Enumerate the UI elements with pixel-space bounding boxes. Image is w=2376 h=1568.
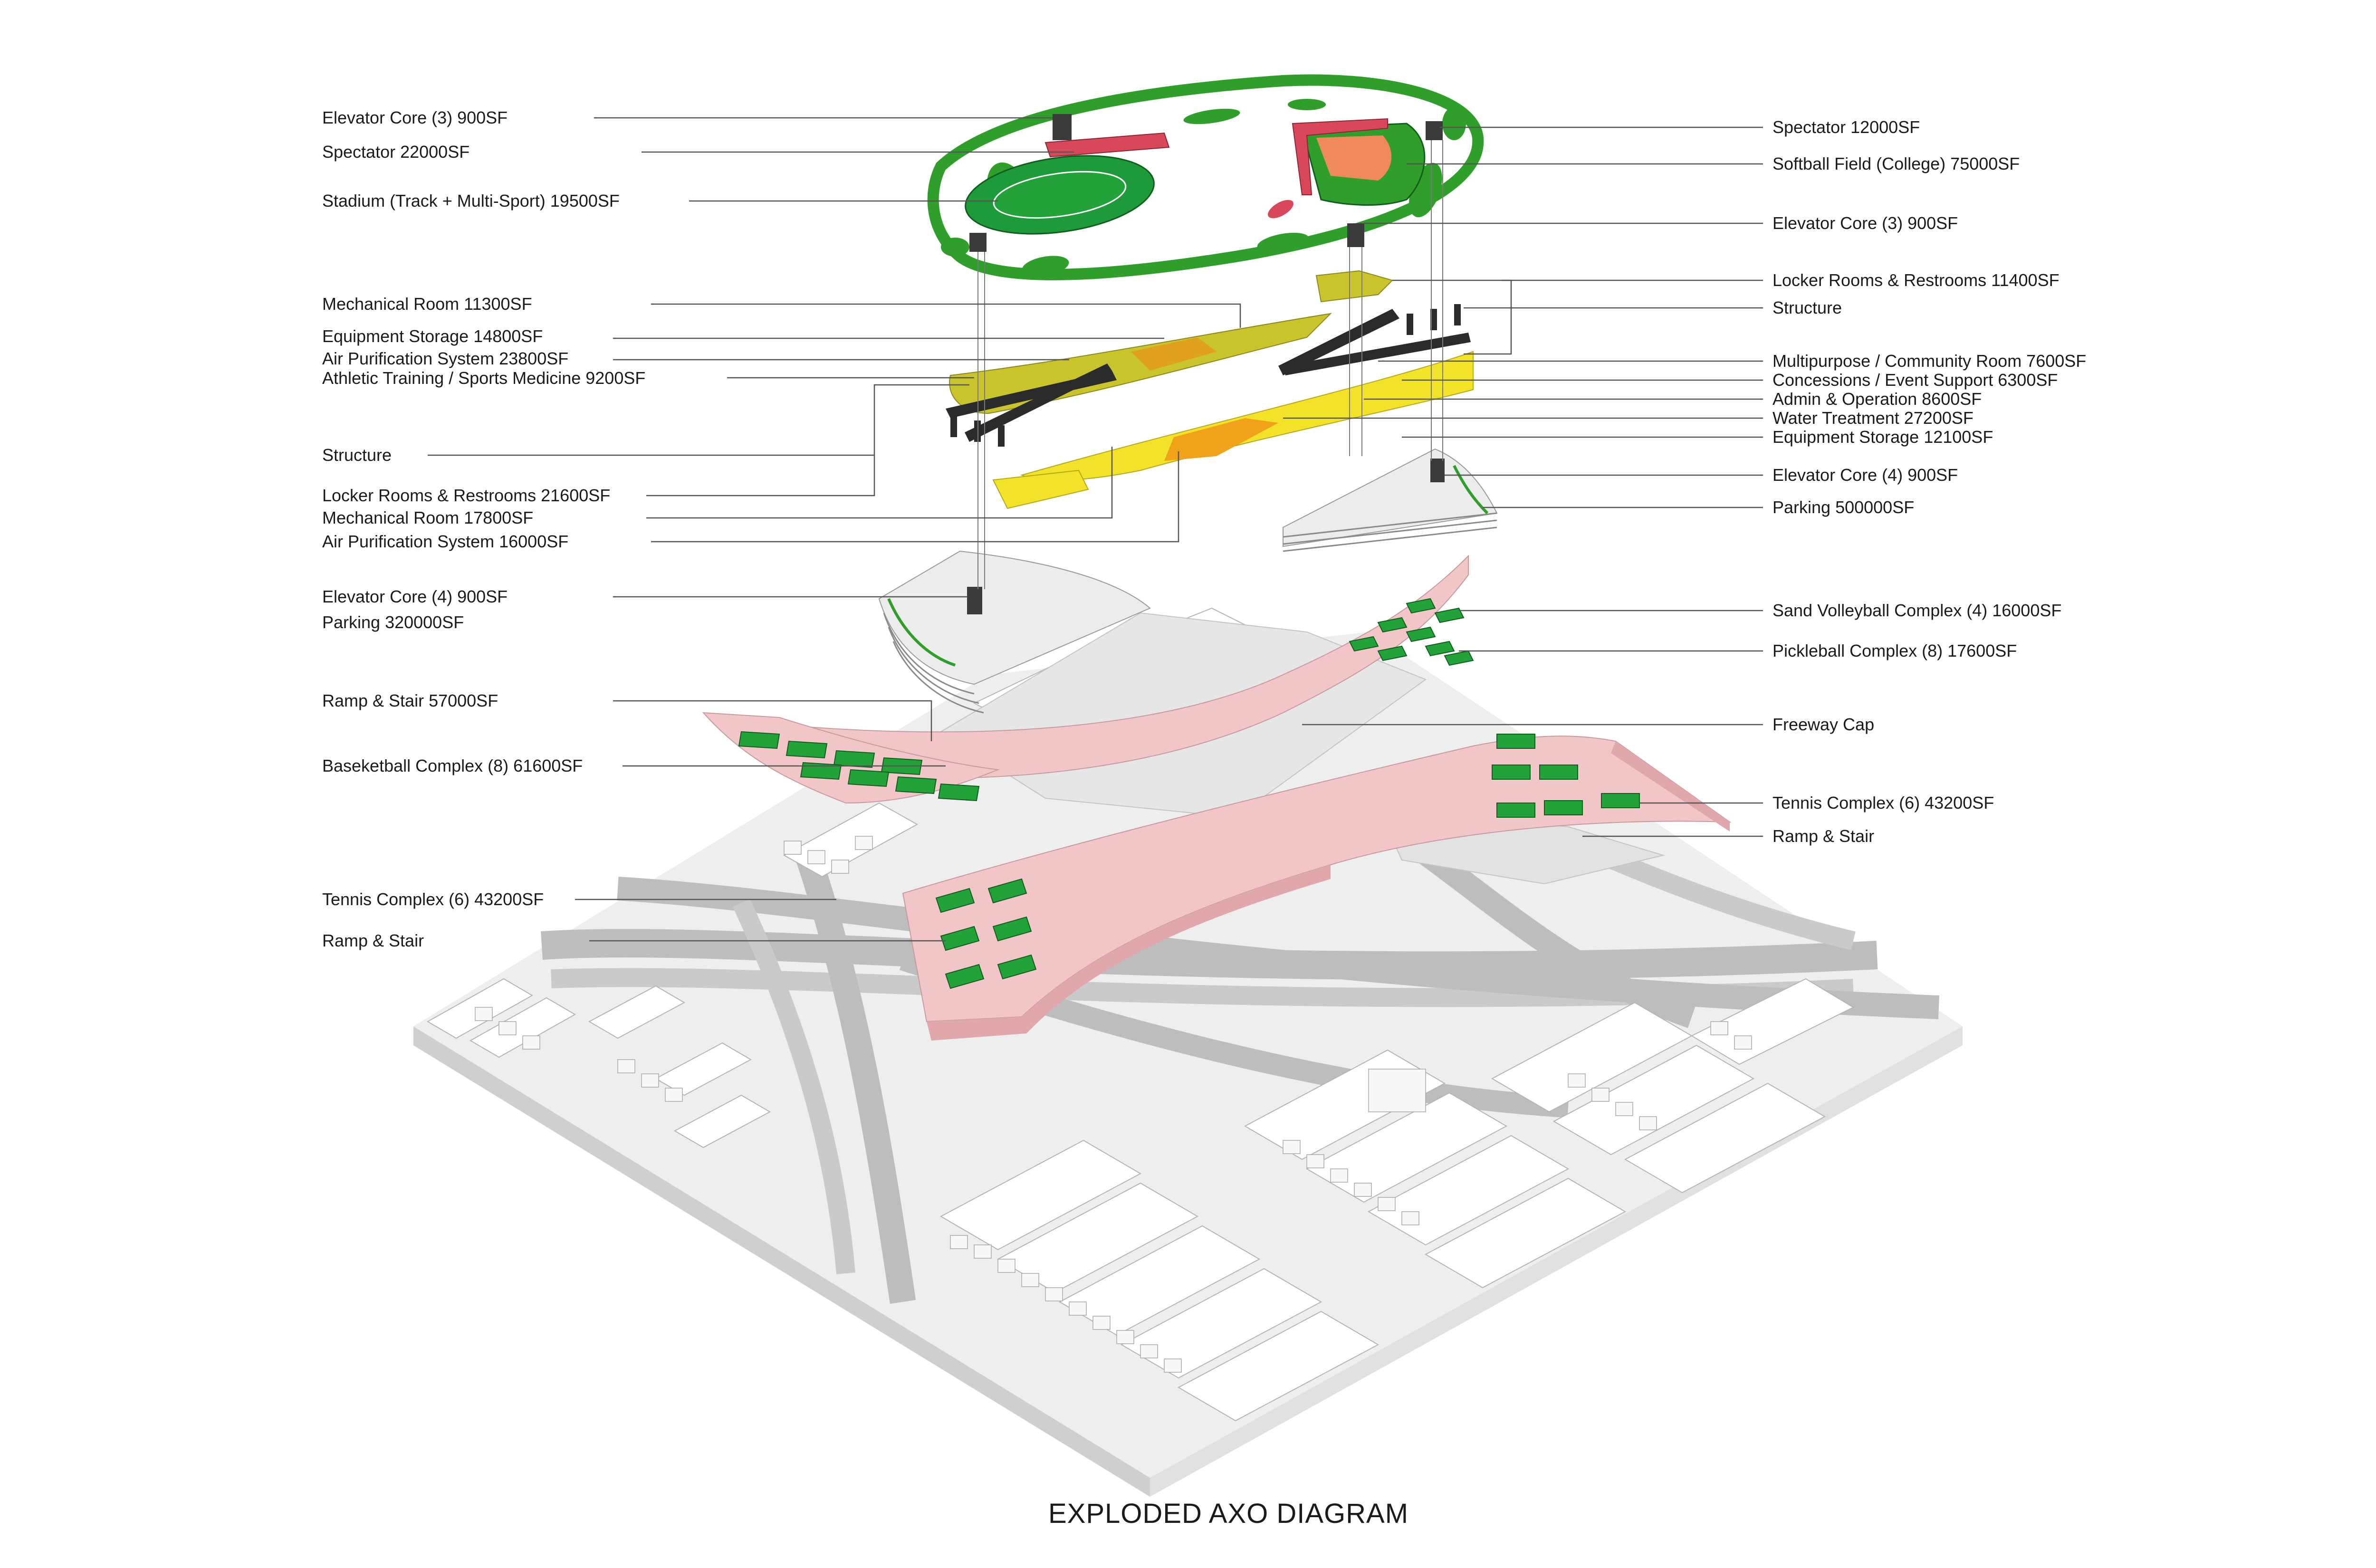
label-structure-right: Structure xyxy=(1772,298,1842,317)
core-guide-lines xyxy=(977,140,1443,589)
tennis-courts-left xyxy=(935,878,1037,989)
label-tennis-complex-left: Tennis Complex (6) 43200SF xyxy=(322,889,544,909)
stadium-level xyxy=(927,74,1484,280)
label-water-treatment: Water Treatment 27200SF xyxy=(1772,408,1974,428)
label-air-purification-lower: Air Purification System 16000SF xyxy=(322,532,568,551)
elevator-core-4-right xyxy=(1430,459,1445,482)
labels-right: Spectator 12000SF Softball Field (Colleg… xyxy=(1772,117,2086,846)
spectator-stand-right xyxy=(1292,118,1388,195)
label-tennis-complex-right: Tennis Complex (6) 43200SF xyxy=(1772,793,1994,813)
label-basketball-complex: Baseketball Complex (8) 61600SF xyxy=(322,756,583,775)
structure-members xyxy=(946,304,1471,447)
label-freeway-cap: Freeway Cap xyxy=(1772,715,1874,734)
elevator-core-3-a xyxy=(1053,114,1072,140)
label-stadium: Stadium (Track + Multi-Sport) 19500SF xyxy=(322,191,620,210)
label-structure-left: Structure xyxy=(322,445,392,465)
elevator-core-4-left xyxy=(967,587,982,614)
label-locker-rooms-left: Locker Rooms & Restrooms 21600SF xyxy=(322,486,610,505)
label-locker-rooms-right: Locker Rooms & Restrooms 11400SF xyxy=(1772,270,2060,290)
diagram-title: EXPLODED AXO DIAGRAM xyxy=(1048,1498,1408,1529)
label-concessions: Concessions / Event Support 6300SF xyxy=(1772,370,2058,390)
parking-left xyxy=(878,550,1151,714)
program-bar-lower xyxy=(1020,351,1474,481)
freeway-cap xyxy=(702,555,1732,1041)
parking-right xyxy=(1283,448,1498,552)
label-softball-field: Softball Field (College) 75000SF xyxy=(1772,154,2020,173)
label-elevator-core-3-left: Elevator Core (3) 900SF xyxy=(322,108,508,127)
label-ramp-stair-right: Ramp & Stair xyxy=(1772,826,1874,846)
label-equipment-storage-right: Equipment Storage 12100SF xyxy=(1772,427,1993,447)
label-ramp-stair-upper: Ramp & Stair 57000SF xyxy=(322,691,498,710)
label-athletic-training: Athletic Training / Sports Medicine 9200… xyxy=(322,368,645,388)
label-admin-operation: Admin & Operation 8600SF xyxy=(1772,389,1982,409)
program-block-right xyxy=(1315,270,1393,303)
label-mechanical-room-upper: Mechanical Room 11300SF xyxy=(322,294,532,314)
label-multipurpose-room: Multipurpose / Community Room 7600SF xyxy=(1772,351,2086,371)
labels-left: Elevator Core (3) 900SF Spectator 22000S… xyxy=(322,108,645,950)
label-elevator-core-4-left: Elevator Core (4) 900SF xyxy=(322,587,508,606)
label-mechanical-room-lower: Mechanical Room 17800SF xyxy=(322,508,533,527)
label-air-purification-upper: Air Purification System 23800SF xyxy=(322,349,568,368)
tennis-courts-right xyxy=(1492,734,1640,818)
label-spectator-left: Spectator 22000SF xyxy=(322,142,469,162)
label-sand-volleyball: Sand Volleyball Complex (4) 16000SF xyxy=(1772,601,2061,620)
elevator-core-3-d xyxy=(1426,121,1443,140)
label-elevator-core-4-right: Elevator Core (4) 900SF xyxy=(1772,465,1958,485)
basketball-courts xyxy=(738,731,980,802)
label-pickleball: Pickleball Complex (8) 17600SF xyxy=(1772,641,2017,660)
label-parking-right: Parking 500000SF xyxy=(1772,497,1914,517)
label-ramp-stair-left: Ramp & Stair xyxy=(322,931,424,950)
label-equipment-storage-left: Equipment Storage 14800SF xyxy=(322,326,543,346)
leader-lines xyxy=(428,117,1763,942)
pickleball-volleyball-courts xyxy=(1349,598,1474,666)
label-parking-left: Parking 320000SF xyxy=(322,612,464,632)
label-spectator-right: Spectator 12000SF xyxy=(1772,117,1920,137)
mechanical-room-block xyxy=(992,469,1089,509)
label-elevator-core-3-right: Elevator Core (3) 900SF xyxy=(1772,213,1958,233)
spectator-pod xyxy=(1268,200,1293,219)
elevator-core-3-b xyxy=(1347,223,1364,247)
elevator-core-3-c xyxy=(969,233,987,252)
building-grid xyxy=(475,836,1752,1373)
